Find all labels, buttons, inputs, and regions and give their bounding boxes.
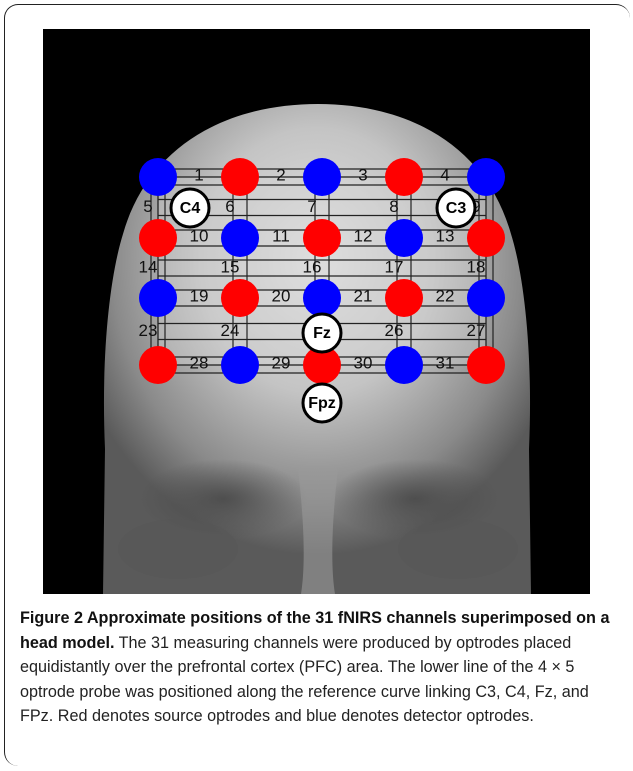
- source-optrode: [385, 279, 423, 317]
- source-optrode: [303, 219, 341, 257]
- channel-label: 31: [436, 353, 455, 372]
- landmark-c3-label: C3: [446, 200, 467, 217]
- channel-label: 14: [139, 257, 158, 276]
- figure-caption: Figure 2 Approximate positions of the 31…: [20, 606, 620, 729]
- channel-label: 7: [307, 197, 316, 216]
- landmark-fz-label: Fz: [313, 325, 331, 342]
- source-optrode: [467, 219, 505, 257]
- landmark-fpz-label: Fpz: [308, 395, 336, 412]
- channel-label: 17: [385, 257, 404, 276]
- landmark-fpz-marker: [301, 382, 343, 424]
- detector-optrode: [221, 346, 259, 384]
- landmark-fz-marker: [301, 312, 343, 354]
- channel-label: 21: [354, 286, 373, 305]
- channel-label: 13: [436, 226, 455, 245]
- channel-label: 5: [143, 197, 152, 216]
- detector-optrode: [385, 346, 423, 384]
- channel-label: 23: [139, 321, 158, 340]
- channel-label: 4: [440, 165, 449, 184]
- channel-label: 8: [389, 197, 398, 216]
- optrode-grid: 1234101112131920212228293031567891415161…: [139, 158, 505, 424]
- channel-label: 16: [303, 257, 322, 276]
- channel-label: 26: [385, 321, 404, 340]
- detector-optrode: [467, 279, 505, 317]
- channel-label: 1: [194, 165, 203, 184]
- channel-label: 6: [225, 197, 234, 216]
- channel-label: 2: [276, 165, 285, 184]
- source-optrode: [467, 346, 505, 384]
- channel-label: 19: [190, 286, 209, 305]
- caption-title: Figure 2 Approximate positions of the 31…: [20, 609, 610, 652]
- channel-label: 15: [221, 257, 240, 276]
- channel-label: 18: [467, 257, 486, 276]
- source-optrode: [139, 346, 177, 384]
- channel-label: 24: [221, 321, 240, 340]
- detector-optrode: [303, 279, 341, 317]
- head-model-svg: 1234101112131920212228293031567891415161…: [103, 104, 531, 594]
- channel-label: 10: [190, 226, 209, 245]
- channel-label: 27: [467, 321, 486, 340]
- channel-label: 22: [436, 286, 455, 305]
- channel-label: 30: [354, 353, 373, 372]
- channel-label: 12: [354, 226, 373, 245]
- channel-label: 3: [358, 165, 367, 184]
- channel-label: 29: [272, 353, 291, 372]
- source-optrode: [221, 158, 259, 196]
- source-optrode: [221, 279, 259, 317]
- source-optrode: [139, 219, 177, 257]
- caption-body: The 31 measuring channels were produced …: [20, 633, 589, 726]
- detector-optrode: [221, 219, 259, 257]
- detector-optrode: [385, 219, 423, 257]
- landmark-c3-marker: [435, 187, 477, 229]
- source-optrode: [303, 346, 341, 384]
- detector-optrode: [139, 279, 177, 317]
- channel-label: 20: [272, 286, 291, 305]
- landmark-c4-label: C4: [180, 200, 201, 217]
- detector-optrode: [467, 158, 505, 196]
- landmark-c4-marker: [169, 187, 211, 229]
- head-model-figure: 1234101112131920212228293031567891415161…: [43, 29, 590, 594]
- channel-label: 11: [272, 226, 290, 245]
- channel-label: 28: [190, 353, 209, 372]
- source-optrode: [385, 158, 423, 196]
- detector-optrode: [139, 158, 177, 196]
- figure-frame: [4, 4, 630, 766]
- detector-optrode: [303, 158, 341, 196]
